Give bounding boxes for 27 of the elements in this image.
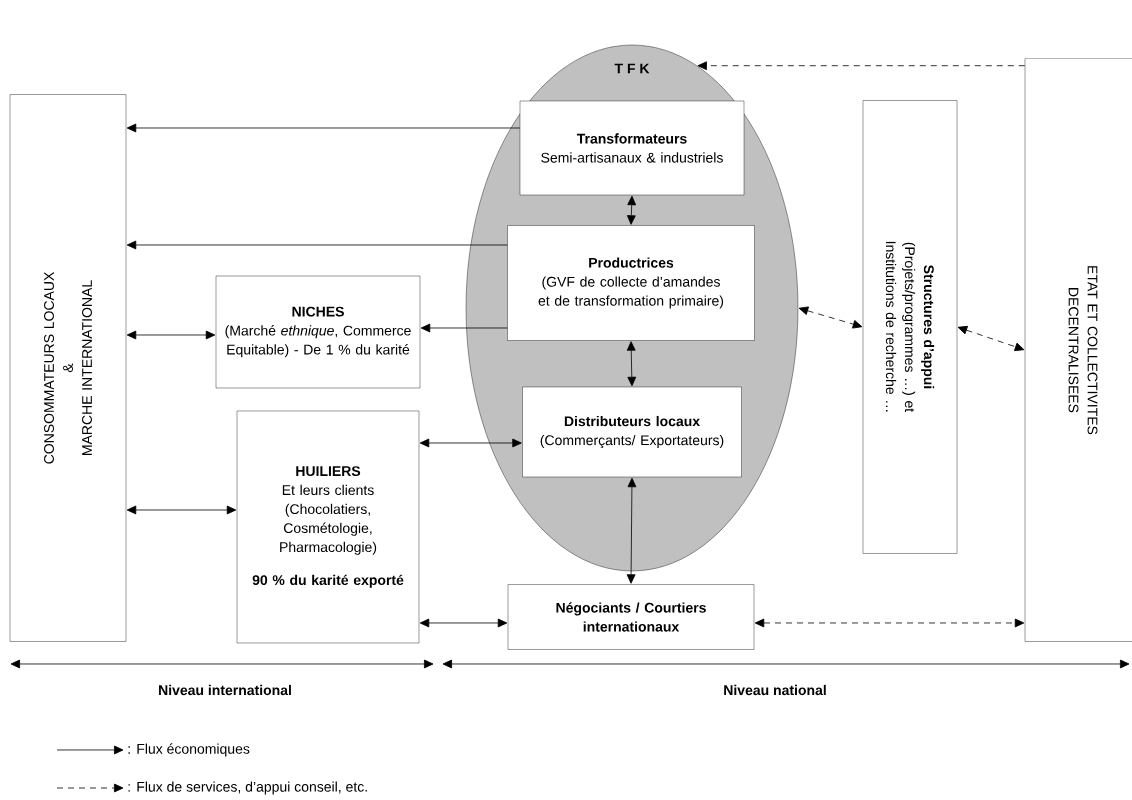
- actor-box: ETAT ET COLLECTIVITES DECENTRALISEES: [1024, 58, 1132, 642]
- arrow: [626, 341, 637, 387]
- level-label: Niveau international: [159, 684, 291, 696]
- actor-box: Structures d’appui (Projets/programmes …) et Institutions de recherche …: [862, 100, 958, 554]
- dashed-arrow: [697, 61, 1026, 71]
- actor-box: Négociants / Courtiers internationaux: [507, 584, 755, 650]
- legend-text: : Flux de services, d’appui conseil, etc.: [128, 781, 367, 795]
- actor-box: Transformateurs Semi-artisanaux & industriels: [519, 100, 745, 196]
- actor-box: CONSOMMATEURS LOCAUX & MARCHE INTERNATIONAL: [9, 94, 127, 642]
- dashed-arrow: [798, 306, 863, 329]
- arrow: [126, 505, 237, 515]
- dashed-arrow: [957, 325, 1025, 352]
- arrow: [419, 618, 508, 628]
- arrow: [419, 438, 522, 448]
- actor-box: NICHES (Marché ethnique, Commerce Equitable) - De 1 % du karité: [215, 275, 421, 389]
- actor-box: Distributeurs locaux (Commerçants/ Exportateurs): [522, 386, 742, 478]
- arrow: [126, 330, 216, 340]
- actor-box: HUILIERS Et leurs clients (Chocolatiers, Cosmétologie, Pharmacologie) 90 % du karité exporté: [236, 410, 420, 644]
- arrow: [126, 123, 521, 133]
- arrow: [626, 477, 637, 584]
- dashed-arrow: [754, 618, 1025, 628]
- legend-text: : Flux économiques: [128, 743, 250, 757]
- actor-box: Productrices (GVF de collecte d’amandes et de transformation primaire): [507, 225, 755, 341]
- level-label: Niveau national: [724, 684, 826, 696]
- arrow: [420, 323, 508, 333]
- arrow: [626, 195, 637, 225]
- arrow: [126, 240, 508, 250]
